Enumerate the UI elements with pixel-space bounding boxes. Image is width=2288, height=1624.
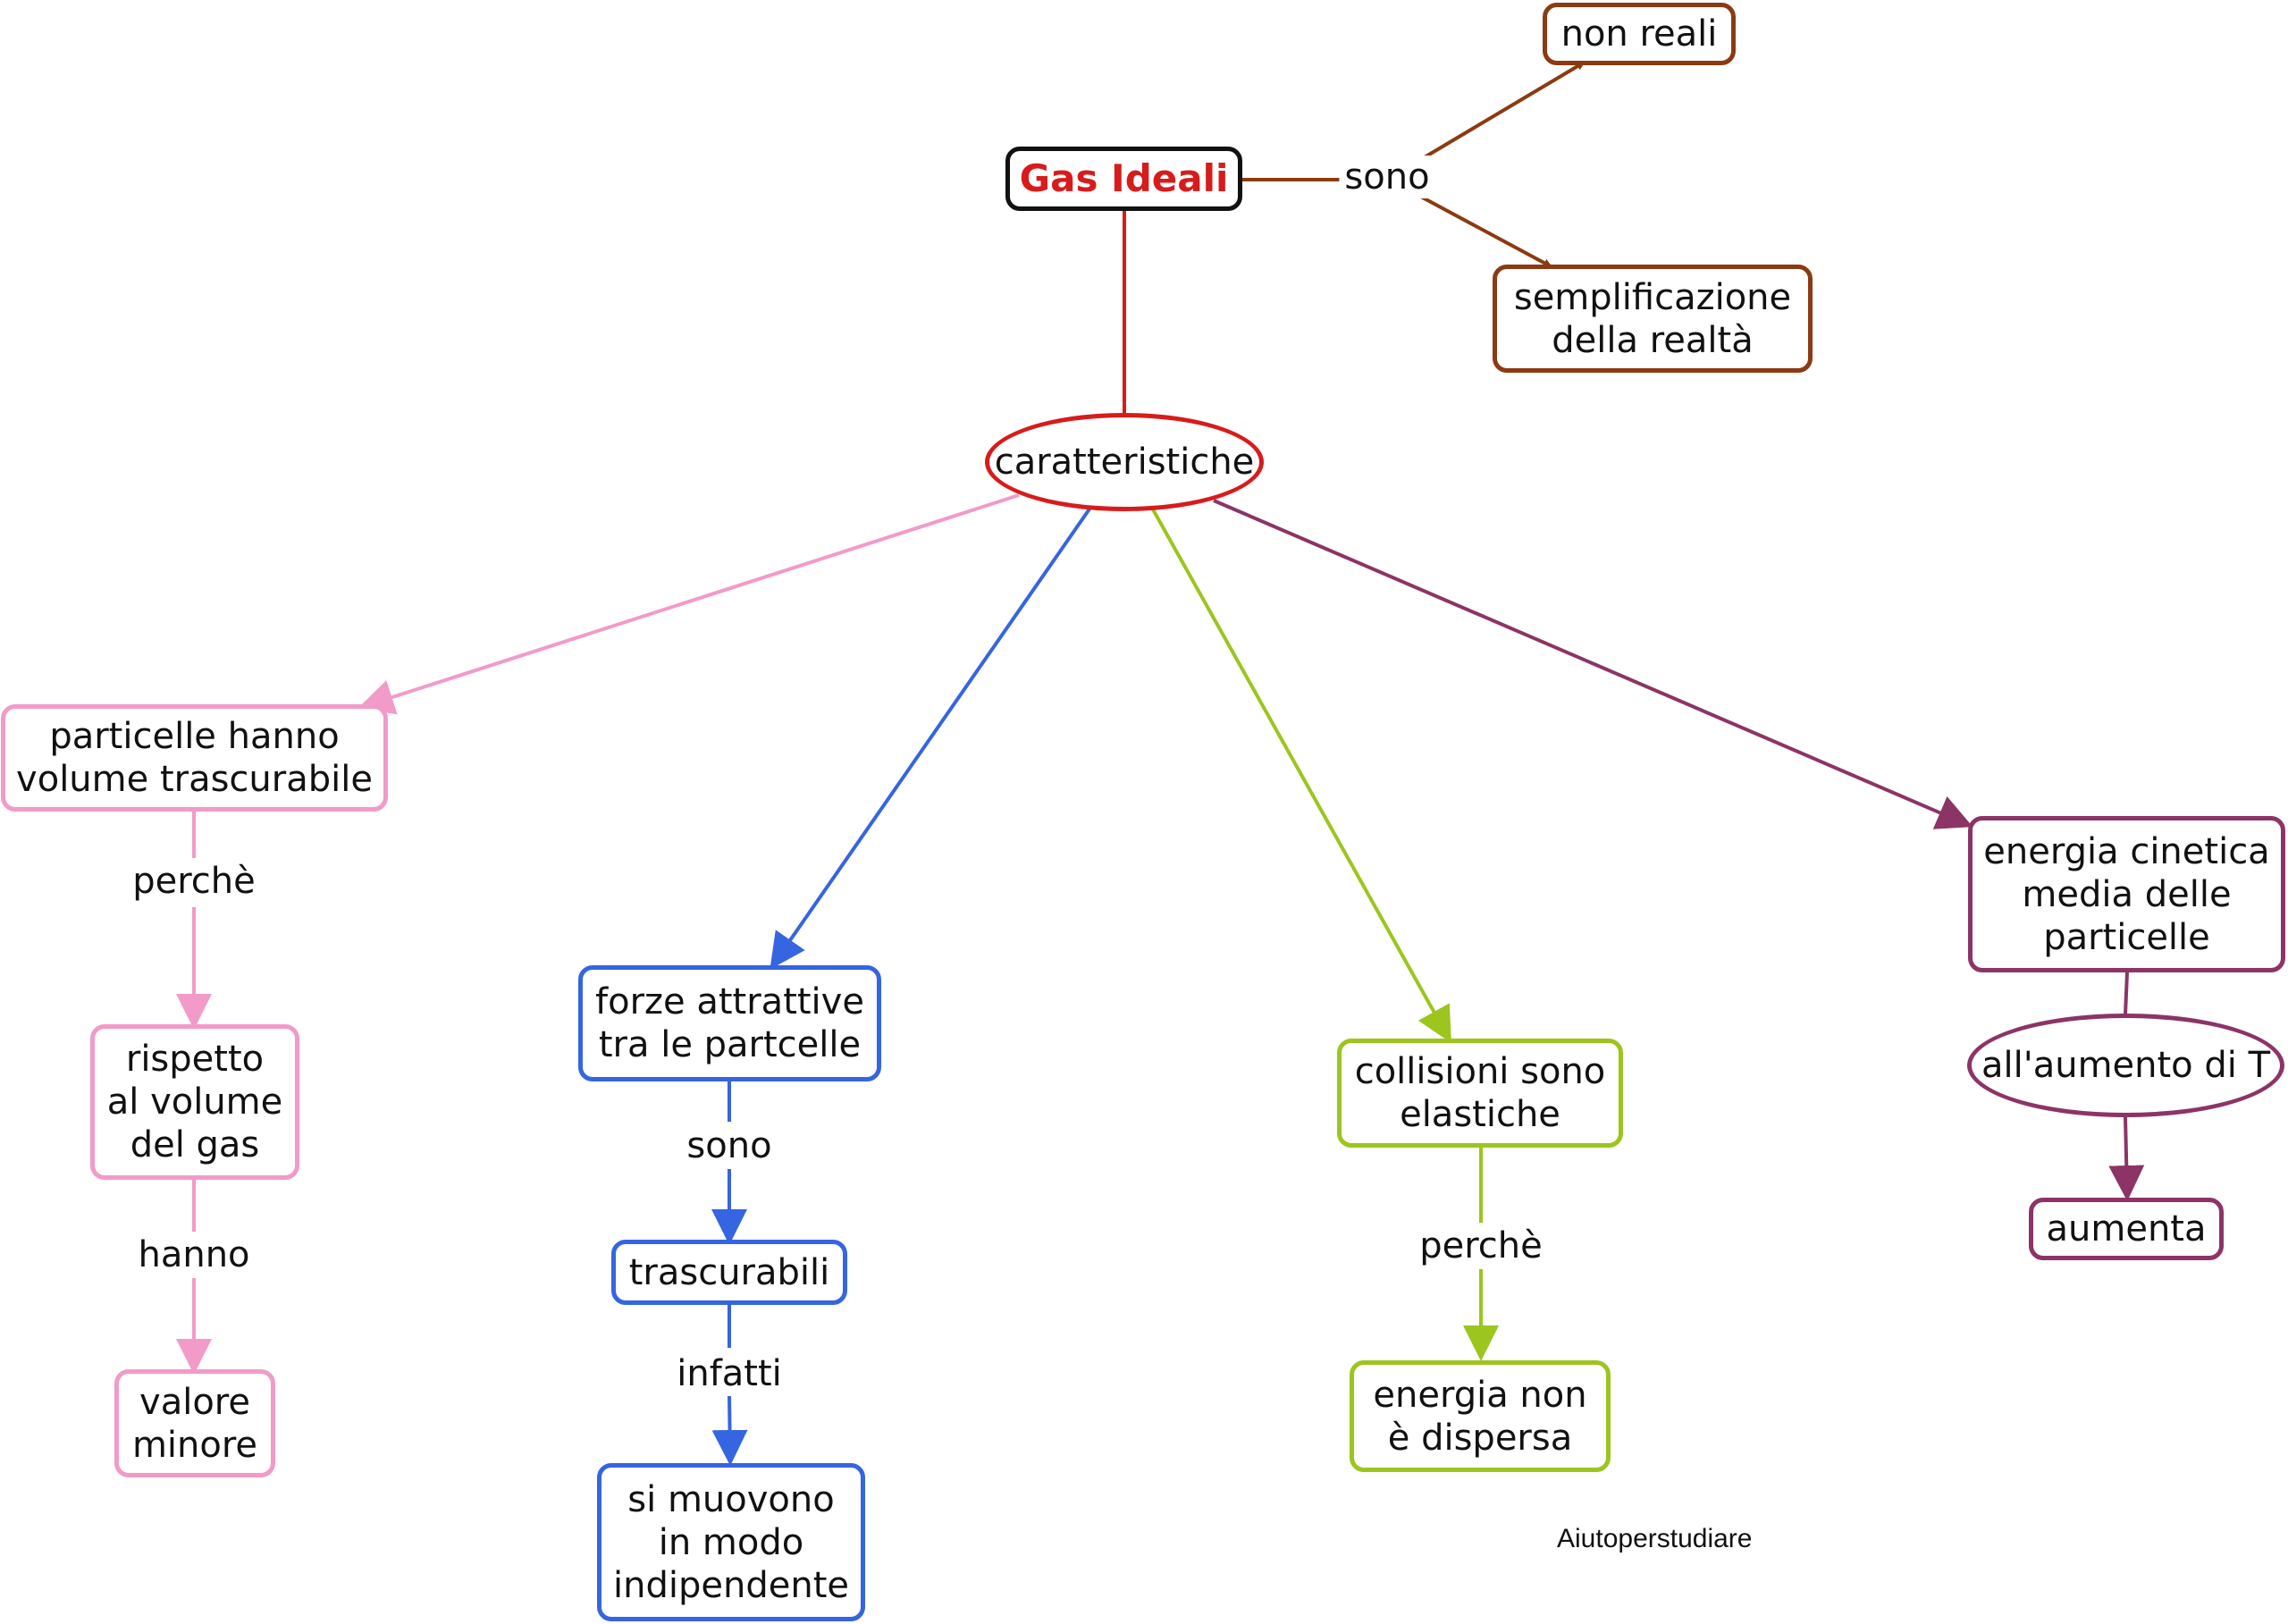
node-energia-non-dispersa: energia non è dispersa — [1350, 1360, 1611, 1472]
node-si-muovono: si muovono in modo indipendente — [597, 1463, 865, 1621]
node-energia-cinetica: energia cinetica media delle particelle — [1968, 816, 2285, 972]
link-label-perche-green: perchè — [1414, 1224, 1548, 1267]
arrow-aumento-aumenta — [2108, 1116, 2145, 1201]
watermark-text: Aiutoperstudiare — [1557, 1524, 1753, 1553]
arrow-to-collisioni — [1151, 509, 1451, 1043]
link-label-hanno-pink: hanno — [132, 1233, 256, 1276]
node-forze-attrattive: forze attrattive tra le partcelle — [578, 965, 881, 1081]
arrow-to-forze — [770, 506, 1092, 970]
node-aumenta: aumenta — [2029, 1198, 2224, 1260]
link-label-perche-pink: perchè — [127, 860, 261, 903]
link-label-sono-blue: sono — [681, 1124, 778, 1167]
connector-energia-aumento — [2124, 972, 2129, 1015]
arrow-sono-non-reali — [1412, 61, 1586, 165]
arrow-infatti-si-muovono — [711, 1395, 748, 1466]
node-particelle-volume: particelle hanno volume trascurabile — [1, 704, 388, 812]
arrow-sono-semplificazione — [1417, 193, 1552, 268]
node-rispetto-volume: rispetto al volume del gas — [90, 1024, 299, 1180]
node-non-reali: non reali — [1543, 3, 1736, 65]
arrow-to-energia-cinetica — [1213, 499, 1973, 829]
node-trascurabili: trascurabili — [611, 1240, 847, 1305]
node-valore-minore: valore minore — [114, 1369, 275, 1477]
node-aumento-T: all'aumento di T — [1967, 1014, 2284, 1117]
node-caratteristiche: caratteristiche — [985, 413, 1264, 511]
link-label-sono-top: sono — [1339, 156, 1435, 198]
node-collisioni: collisioni sono elastiche — [1337, 1039, 1623, 1148]
link-label-infatti-blue: infatti — [671, 1352, 787, 1395]
node-gas-ideali: Gas Ideali — [1005, 147, 1242, 211]
node-semplificazione: semplificazione della realtà — [1493, 265, 1813, 373]
arrow-to-particelle — [358, 493, 1020, 715]
